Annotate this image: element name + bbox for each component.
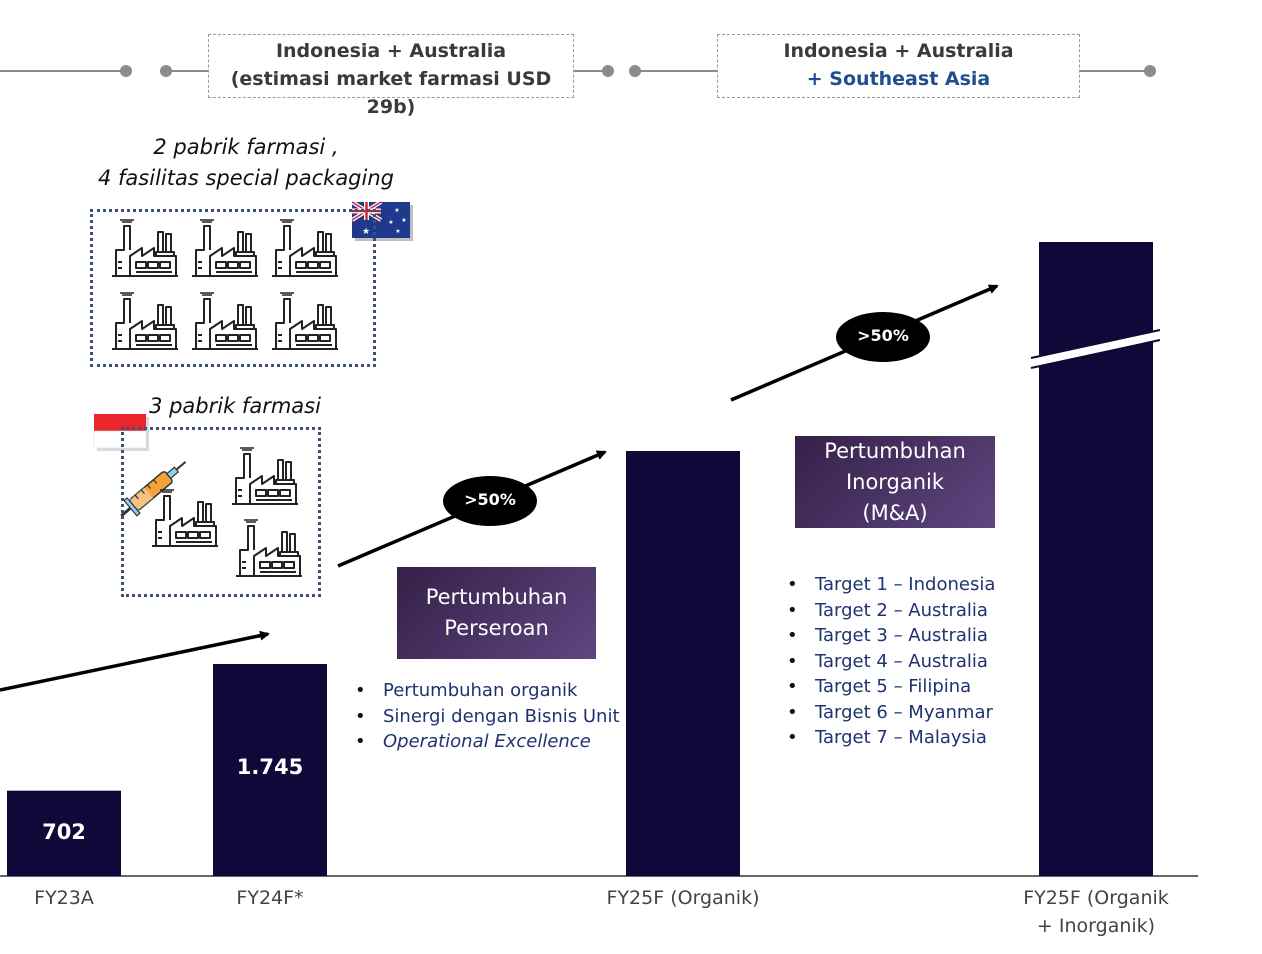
factory-icon (232, 447, 298, 505)
region-box-southeast-asia: Indonesia + Australia + Southeast Asia (717, 34, 1080, 98)
growth-pill-2 (836, 312, 930, 362)
x-tick-label-fy24f: FY24F* (210, 884, 330, 912)
organic-growth-title-line1: Pertumbuhan (425, 585, 568, 609)
indonesia-facilities-box (121, 427, 321, 597)
growth-pill-1 (443, 476, 537, 526)
australia-facilities-box (90, 209, 376, 367)
svg-text:★: ★ (394, 207, 399, 214)
factory-icons (112, 219, 338, 577)
syringe-icon (120, 461, 187, 518)
bar-fy25f-organik (626, 451, 740, 876)
bar-fy24f (213, 663, 327, 876)
x-tick-label-line: + Inorganik) (1036, 915, 1156, 937)
bullet-item: Target 6 – Myanmar (787, 700, 1017, 726)
australia-caption-line2: 4 fasilitas special packaging (98, 166, 394, 190)
bullet-item: Target 2 – Australia (787, 598, 1017, 624)
bullet-item: Sinergi dengan Bisnis Unit (355, 704, 625, 730)
organic-growth-box: Pertumbuhan Perseroan (397, 567, 596, 659)
inorganic-growth-title-line1: Pertumbuhan (824, 438, 966, 463)
x-tick-label-fy23a: FY23A (4, 884, 124, 912)
growth-arrow-1 (0, 630, 270, 692)
bullet-item: Target 3 – Australia (787, 623, 1017, 649)
svg-text:★: ★ (395, 228, 400, 235)
factory-icon (236, 519, 302, 577)
factory-icon (192, 219, 258, 277)
x-tick-label-fy25f-organik-inorganik: FY25F (Organik + Inorganik) (1006, 884, 1186, 940)
bullet-item: Target 1 – Indonesia (787, 572, 1017, 598)
bullet-item: Target 5 – Filipina (787, 674, 1017, 700)
growth-pill-1-label: >50% (464, 490, 516, 509)
organic-growth-title-line2: Perseroan (444, 616, 549, 640)
x-tick-label-line: FY25F (Organik (1023, 887, 1169, 909)
svg-text:★: ★ (362, 227, 370, 237)
bullet-item: Target 4 – Australia (787, 649, 1017, 675)
factory-icon (272, 219, 338, 277)
bullet-item: Target 7 – Malaysia (787, 725, 1017, 751)
indonesia-caption-text: 3 pabrik farmasi (149, 394, 321, 418)
region-box-line2: (estimasi market farmasi USD 29b) (230, 68, 552, 118)
inorganic-growth-title-line2: Inorganik (845, 469, 945, 494)
factory-icon (152, 489, 218, 547)
growth-pill-2-label: >50% (857, 326, 909, 345)
australia-facilities-caption: 2 pabrik farmasi , 4 fasilitas special p… (86, 132, 406, 194)
bullet-item: Operational Excellence (355, 729, 625, 755)
bar-fy23a (7, 790, 121, 876)
bar-value-fy24f: 1.745 (236, 755, 304, 779)
axis-break-mark (1030, 329, 1161, 369)
region-box-line2: + Southeast Asia (806, 68, 991, 90)
bar-value-fy23a: 702 (42, 820, 86, 844)
region-box-line1: Indonesia + Australia (783, 40, 1014, 62)
factory-icon (272, 292, 338, 350)
factory-icon (192, 292, 258, 350)
region-box-line1: Indonesia + Australia (275, 40, 507, 62)
x-tick-label-fy25f-organik: FY25F (Organik) (593, 884, 773, 912)
australia-caption-line1: 2 pabrik farmasi , (153, 135, 339, 159)
organic-growth-bullets: Pertumbuhan organik Sinergi dengan Bisni… (355, 678, 625, 755)
x-tick-label-line: FY23A (34, 887, 94, 909)
svg-text:★: ★ (401, 217, 406, 224)
timeline (0, 65, 1156, 77)
svg-text:★: ★ (388, 219, 393, 226)
x-tick-label-line: FY24F* (236, 887, 304, 909)
factory-icon (112, 219, 178, 277)
inorganic-growth-box: Pertumbuhan Inorganik (M&A) (795, 436, 995, 528)
inorganic-growth-title-line3: (M&A) (862, 500, 928, 525)
factory-icon (112, 292, 178, 350)
region-box-indonesia-australia: Indonesia + Australia (estimasi market f… (208, 34, 574, 118)
bullet-item: Pertumbuhan organik (355, 678, 625, 704)
indonesia-facilities-caption: 3 pabrik farmasi (140, 391, 330, 422)
inorganic-growth-bullets: Target 1 – Indonesia Target 2 – Australi… (787, 572, 1017, 751)
x-tick-label-line: FY25F (Organik) (606, 887, 760, 909)
